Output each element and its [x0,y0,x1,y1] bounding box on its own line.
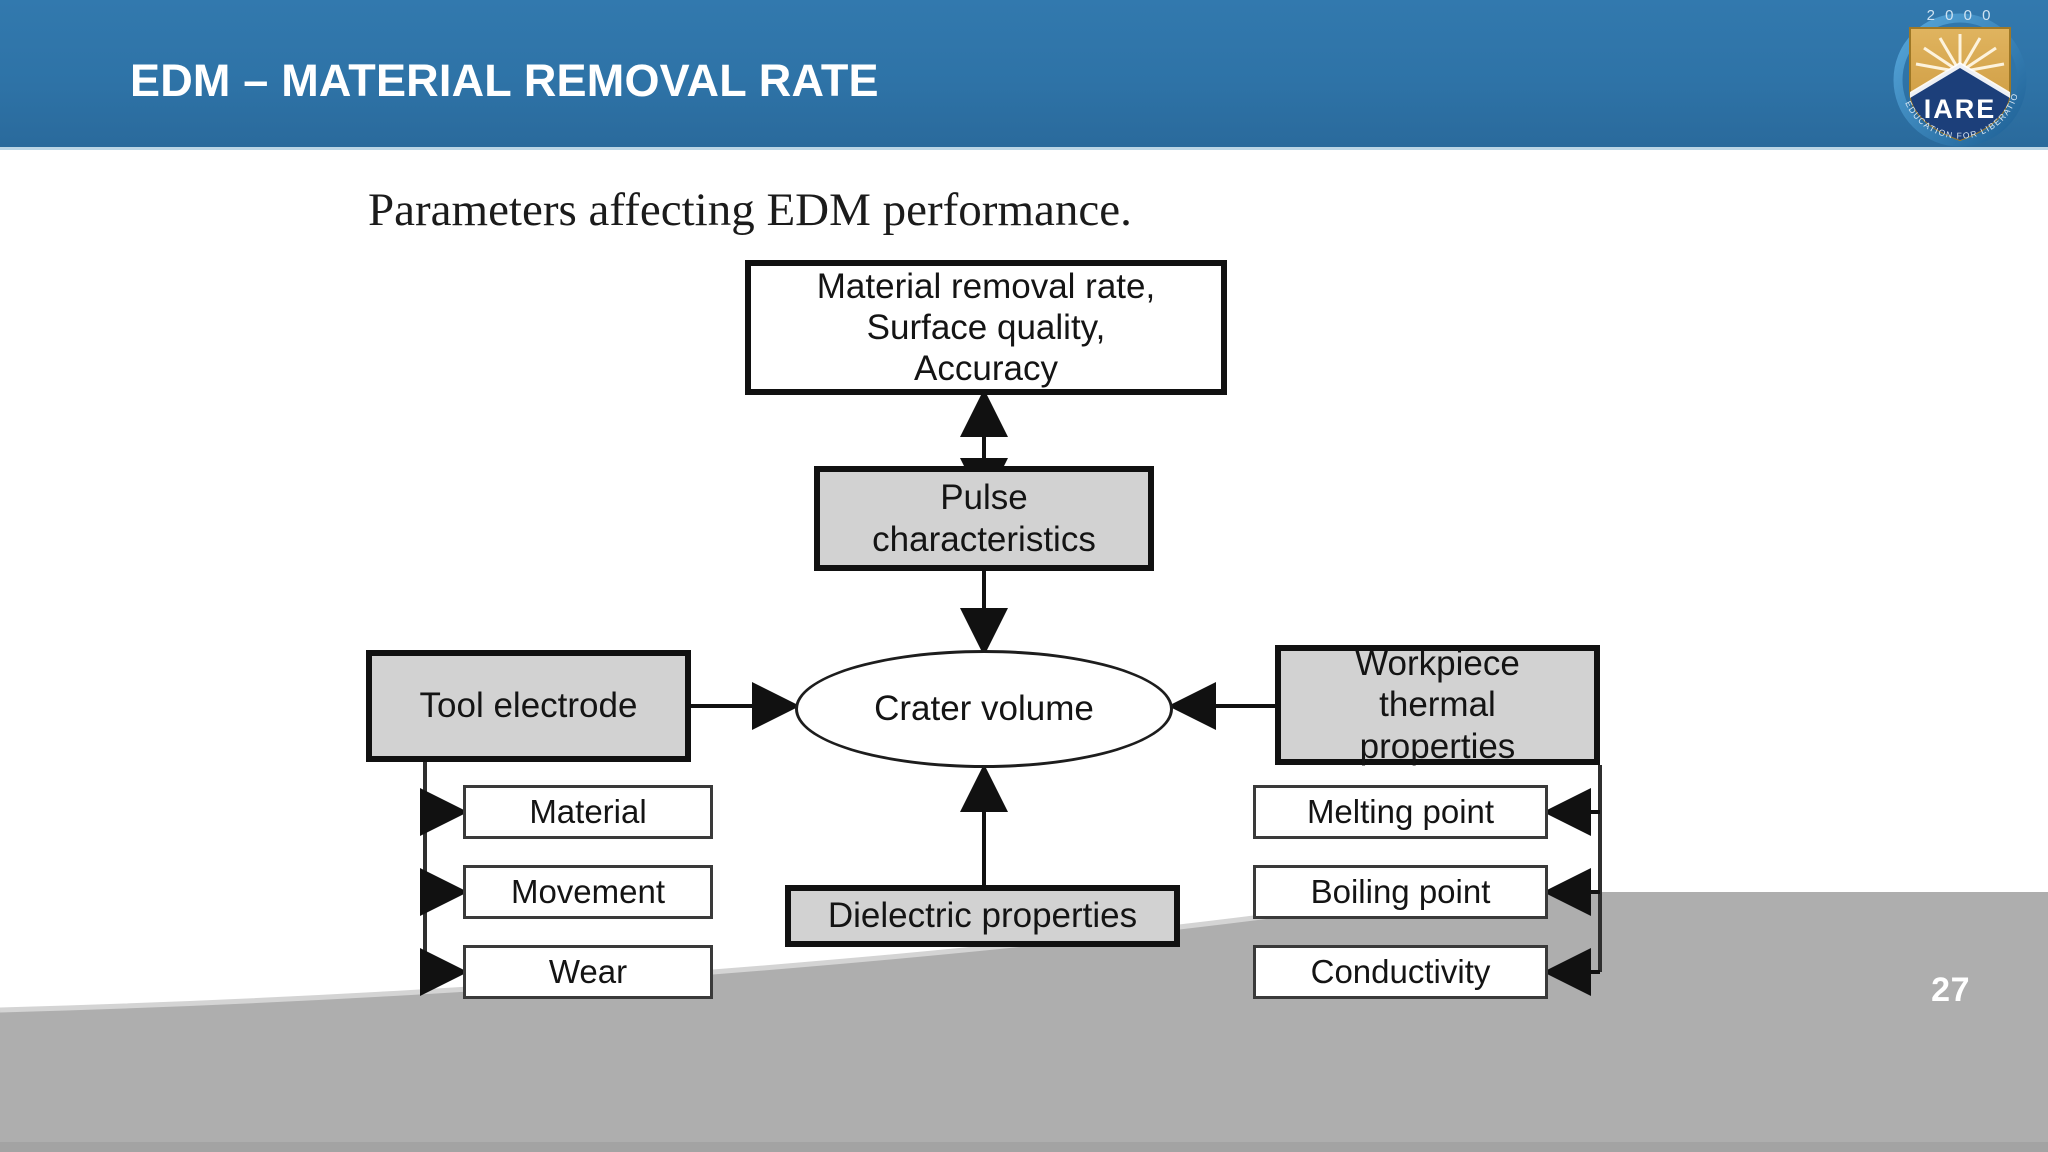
node-movement: Movement [463,865,713,919]
node-boiling-label: Boiling point [1310,872,1491,910]
node-material: Material [463,785,713,839]
logo-ring [1893,13,2027,147]
node-dielectric-properties: Dielectric properties [785,885,1180,947]
node-workpiece-line3: properties [1359,726,1516,766]
page-title: EDM – MATERIAL REMOVAL RATE [130,55,879,106]
node-wear-label: Wear [548,952,628,990]
node-crater-volume: Crater volume [795,650,1173,768]
page-number: 27 [1931,971,1970,1009]
diagram-title: Parameters affecting EDM performance. [368,184,1132,236]
node-conductivity: Conductivity [1253,945,1548,999]
node-tool-label: Tool electrode [419,686,638,726]
node-tool-electrode: Tool electrode [366,650,691,762]
node-workpiece-line1: Workpiece [1355,644,1520,684]
iare-logo-svg: 2 0 0 0 IARE EDUCATION FOR LIBERATION [1880,2,2027,147]
node-movement-label: Movement [510,872,666,910]
node-outcome-line2: Surface quality, [866,307,1106,347]
node-pulse-characteristics: Pulse characteristics [814,466,1154,571]
node-boiling-point: Boiling point [1253,865,1548,919]
node-outcome-line3: Accuracy [914,349,1058,389]
logo-acronym: IARE [1924,94,1997,124]
node-workpiece-line2: thermal [1379,685,1496,725]
logo-year: 2 0 0 0 [1927,7,1994,24]
node-melting-point: Melting point [1253,785,1548,839]
logo-peak [1910,62,2010,98]
node-conductivity-label: Conductivity [1310,952,1491,990]
node-material-label: Material [529,792,647,830]
node-dielectric-label: Dielectric properties [827,896,1138,936]
slide-header: EDM – MATERIAL REMOVAL RATE 2 0 0 0 [0,0,2048,150]
node-pulse-line1: Pulse [940,478,1028,518]
node-outcome-line1: Material removal rate, [816,266,1156,306]
node-workpiece-thermal-properties: Workpiece thermal properties [1275,644,1600,766]
node-pulse-line2: characteristics [872,519,1096,559]
node-melting-label: Melting point [1306,792,1495,830]
node-crater-label: Crater volume [874,689,1094,729]
node-outcome: Material removal rate, Surface quality, … [745,260,1227,395]
node-wear: Wear [463,945,713,999]
iare-logo: 2 0 0 0 IARE EDUCATION FOR LIBERATION [1880,2,2040,147]
